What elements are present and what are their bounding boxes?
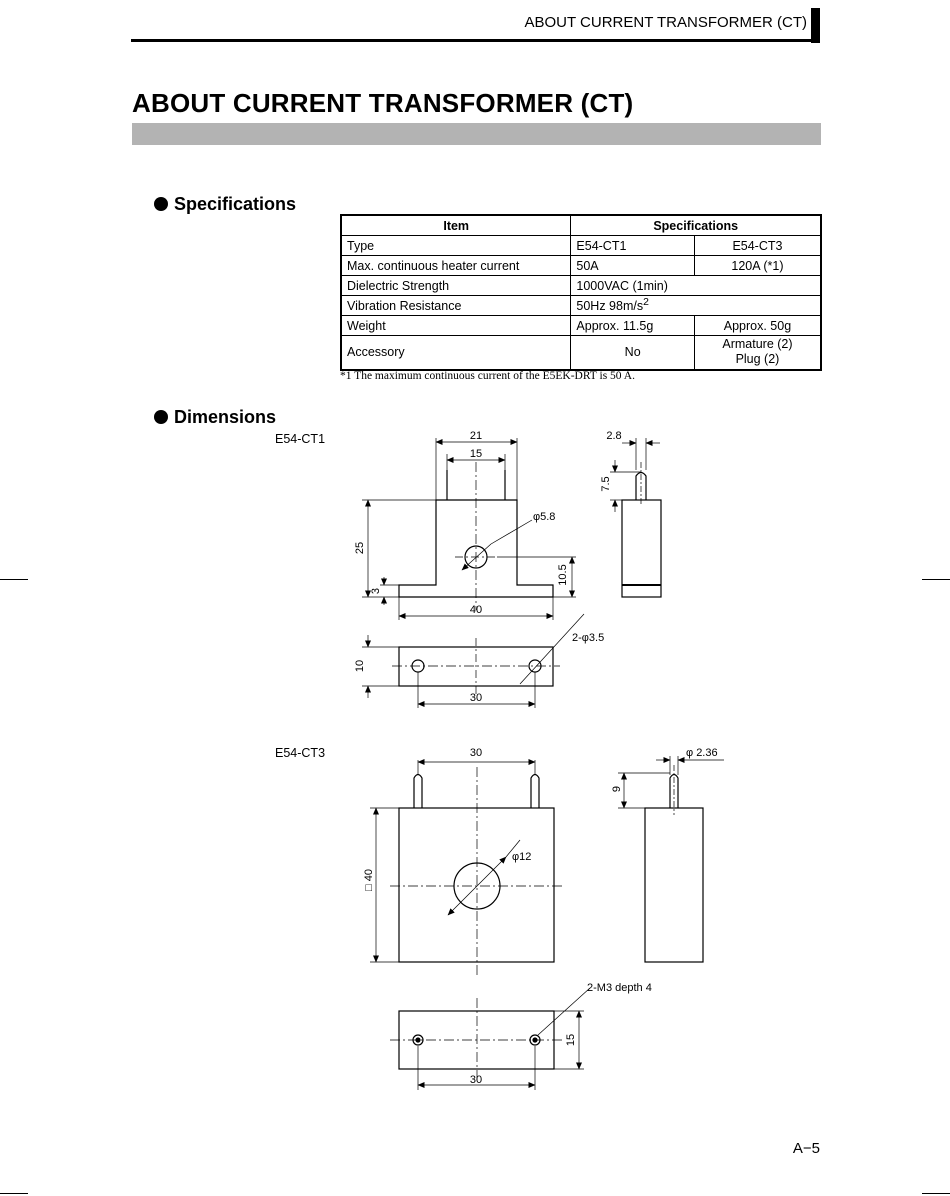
ct1-label: E54-CT1 bbox=[275, 432, 326, 446]
ct3-side-view bbox=[644, 765, 704, 963]
table-row: Accessory No Armature (2) Plug (2) bbox=[340, 335, 822, 370]
crop-mark-right bbox=[922, 579, 950, 580]
dim-2-phi-3-5: 2-φ3.5 bbox=[572, 632, 604, 644]
dim-square-40: □ 40 bbox=[363, 869, 375, 891]
header-tab-marker bbox=[811, 8, 820, 43]
crop-mark-bottom-right bbox=[922, 1193, 950, 1194]
row-ct3: Approx. 50g bbox=[693, 315, 822, 336]
row-item: Accessory bbox=[340, 335, 572, 370]
dim-10-5: 10.5 bbox=[557, 564, 569, 585]
crop-mark-left bbox=[0, 579, 28, 580]
row-ct1: No bbox=[570, 335, 695, 370]
row-ct3-line1: Armature (2) bbox=[722, 337, 793, 352]
dim-30-ct3-bottom: 30 bbox=[470, 1074, 482, 1086]
page-number: A−5 bbox=[792, 1140, 820, 1157]
dim-3: 3 bbox=[370, 588, 382, 594]
specifications-heading: Specifications bbox=[154, 194, 296, 215]
row-ct3-line2: Plug (2) bbox=[735, 352, 780, 367]
dim-10: 10 bbox=[354, 660, 366, 672]
header-specifications: Specifications bbox=[570, 214, 822, 236]
ct3-bottom-view bbox=[390, 998, 562, 1082]
row-ct1: 50A bbox=[570, 255, 695, 276]
table-row: Type E54-CT1 E54-CT3 bbox=[340, 235, 822, 256]
ct1-front-view bbox=[398, 462, 554, 610]
dim-2-8: 2.8 bbox=[606, 430, 621, 442]
dim-ct3-30: 30 bbox=[470, 747, 482, 759]
table-row: Dielectric Strength 1000VAC (1min) bbox=[340, 275, 822, 296]
title-bar bbox=[132, 123, 821, 145]
crop-mark-bottom-left bbox=[0, 1193, 28, 1194]
footnote: *1 The maximum continuous current of the… bbox=[340, 370, 635, 382]
dim-25: 25 bbox=[354, 542, 366, 554]
bullet-icon bbox=[154, 197, 168, 211]
dim-40: 40 bbox=[470, 604, 482, 616]
header-rule bbox=[131, 39, 813, 42]
ct3-front-view bbox=[390, 767, 564, 975]
dimensions-heading-text: Dimensions bbox=[174, 407, 277, 427]
row-both-superscript: 2 bbox=[643, 297, 649, 309]
specifications-heading-text: Specifications bbox=[174, 194, 297, 214]
ct3-label: E54-CT3 bbox=[275, 746, 326, 760]
dim-2-m3-depth-4: 2-M3 depth 4 bbox=[587, 982, 652, 994]
dim-30: 30 bbox=[470, 692, 482, 704]
dim-21: 21 bbox=[470, 430, 482, 442]
dim-9: 9 bbox=[611, 786, 623, 792]
row-ct3: Armature (2) Plug (2) bbox=[693, 335, 822, 370]
dim-phi-2-36: φ 2.36 bbox=[686, 747, 718, 759]
page-title: ABOUT CURRENT TRANSFORMER (CT) bbox=[132, 88, 634, 118]
spec-table: Item Specifications Type E54-CT1 E54-CT3… bbox=[340, 214, 822, 371]
row-both-text: 50Hz 98m/s bbox=[576, 299, 644, 314]
dim-15-ct3: 15 bbox=[565, 1034, 577, 1046]
running-header: ABOUT CURRENT TRANSFORMER (CT) bbox=[524, 14, 807, 31]
dimensions-heading: Dimensions bbox=[154, 407, 276, 428]
dim-phi-12: φ12 bbox=[512, 851, 531, 863]
ct1-side-view bbox=[621, 462, 662, 598]
dim-phi-5-8: φ5.8 bbox=[533, 511, 555, 523]
row-item: Max. continuous heater current bbox=[340, 255, 572, 276]
row-both: 1000VAC (1min) bbox=[570, 275, 822, 296]
bullet-icon bbox=[154, 410, 168, 424]
dim-7-5: 7.5 bbox=[600, 476, 612, 491]
row-ct1: E54-CT1 bbox=[570, 235, 695, 256]
dim-15: 15 bbox=[470, 448, 482, 460]
row-item: Dielectric Strength bbox=[340, 275, 572, 296]
table-row: Max. continuous heater current 50A 120A … bbox=[340, 255, 822, 276]
